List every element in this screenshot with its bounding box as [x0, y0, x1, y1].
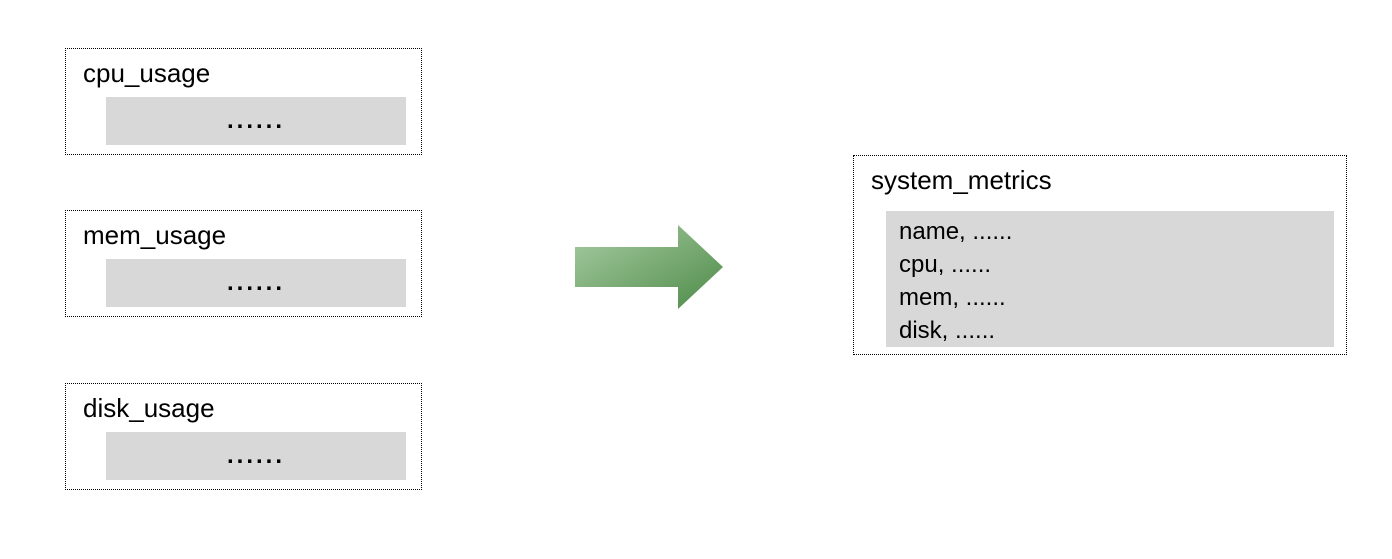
table-title: disk_usage: [83, 393, 215, 423]
source-table-disk-usage: disk_usage ......: [65, 383, 422, 490]
merge-arrow-right-icon: [575, 225, 723, 309]
ellipsis-text: ......: [226, 442, 285, 469]
field-row: cpu, ......: [899, 251, 992, 278]
target-table-system-metrics: system_metrics name, ...... cpu, ...... …: [853, 155, 1347, 355]
table-rows-placeholder: ......: [106, 432, 406, 480]
table-rows-placeholder: ......: [106, 259, 406, 307]
field-row: mem, ......: [899, 284, 1006, 311]
table-title: system_metrics: [871, 165, 1052, 195]
source-table-cpu-usage: cpu_usage ......: [65, 48, 422, 155]
table-rows-placeholder: ......: [106, 97, 406, 145]
arrow-right-icon: [575, 225, 723, 309]
table-title: mem_usage: [83, 220, 227, 250]
table-fields-area: name, ...... cpu, ...... mem, ...... dis…: [886, 211, 1334, 347]
field-row: disk, ......: [899, 317, 996, 344]
field-row: name, ......: [899, 218, 1013, 245]
ellipsis-text: ......: [226, 269, 285, 296]
source-table-mem-usage: mem_usage ......: [65, 210, 422, 317]
ellipsis-text: ......: [226, 107, 285, 134]
table-title: cpu_usage: [83, 58, 211, 88]
